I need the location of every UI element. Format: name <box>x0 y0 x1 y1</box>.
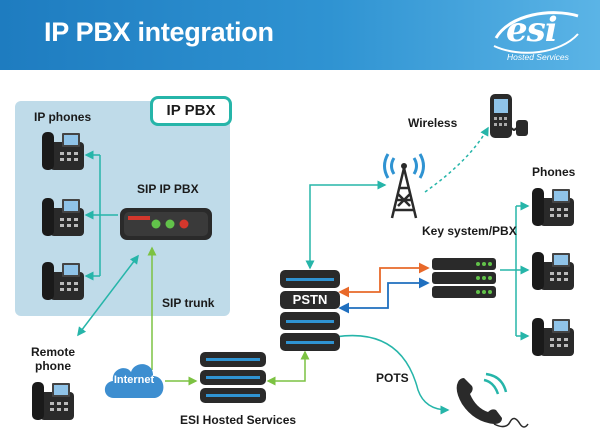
pots-link <box>318 333 450 415</box>
remote-phone-label: Remote phone <box>30 345 75 373</box>
desk-phone-icon <box>32 382 74 420</box>
logo-text: esi <box>506 10 558 50</box>
server-stack-icon <box>280 270 340 351</box>
pbx-box-icon <box>120 208 212 240</box>
cloud-icon <box>104 364 164 398</box>
page-title: IP PBX integration <box>44 17 274 47</box>
antenna-icon <box>383 153 425 219</box>
pots-label: POTS <box>376 371 409 385</box>
desk-phone-icon <box>42 132 84 170</box>
desk-phone-icon <box>42 262 84 300</box>
esi-hosted-services-label: ESI Hosted Services <box>180 413 297 427</box>
mobile-phone-icon <box>490 94 528 138</box>
key-system-pbx-label: Key system/PBX <box>422 224 517 238</box>
server-stack-icon <box>432 258 496 298</box>
logo-swoosh-icon <box>493 11 579 54</box>
desk-phone-icon <box>532 252 574 290</box>
server-stack-icon <box>200 352 266 403</box>
phones-label: Phones <box>532 165 576 179</box>
wireless-link <box>424 126 489 193</box>
remote-phone-link <box>77 254 139 337</box>
internet-label: Internet <box>113 374 155 386</box>
header-banner: IP PBX integration esi Hosted Services <box>0 0 600 70</box>
esi-logo: esi Hosted Services <box>490 8 582 66</box>
desk-phone-icon <box>532 188 574 226</box>
handset-icon <box>456 372 529 428</box>
ip-phones-label: IP phones <box>34 110 92 124</box>
logo-subtext: Hosted Services <box>507 52 569 62</box>
pstn-keysystem-orange <box>338 262 430 298</box>
desk-phone-icon <box>532 318 574 356</box>
ip-pbx-zone-title: IP PBX <box>150 96 232 126</box>
internet-cloud: Internet <box>100 352 168 408</box>
wireless-label: Wireless <box>408 116 458 130</box>
sip-ip-pbx-label: SIP IP PBX <box>137 182 199 196</box>
esi-pstn-link <box>266 350 310 386</box>
antenna-pstn-link <box>305 180 387 270</box>
pstn-label: PSTN <box>292 292 328 307</box>
ip-phones-bus <box>84 150 118 281</box>
desk-phone-icon <box>42 198 84 236</box>
phones-bus <box>500 201 530 341</box>
pstn-keysystem-blue <box>338 277 430 314</box>
sip-trunk-label: SIP trunk <box>162 296 215 310</box>
